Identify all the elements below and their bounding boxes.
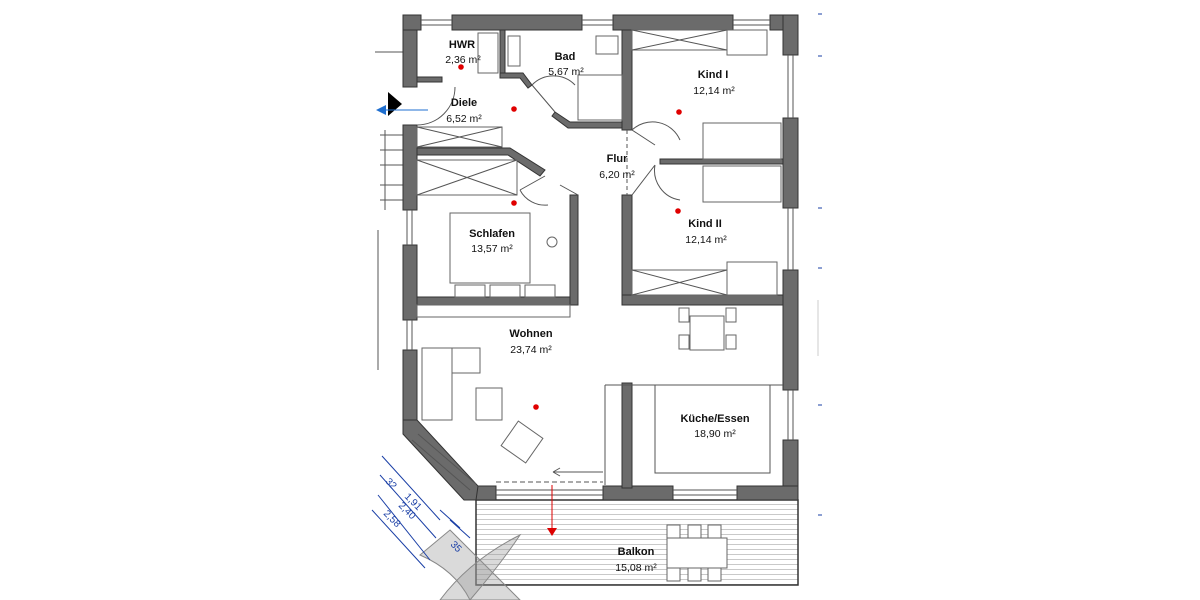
room-labels: HWR 2,36 m² Bad 5,67 m² Diele 6,52 m² Fl…	[445, 39, 750, 574]
room-area: 6,52 m²	[446, 113, 482, 125]
entrance-arrow-icon	[376, 92, 428, 116]
sun-sail	[419, 529, 522, 600]
staircase	[375, 51, 403, 370]
room-name: Kind II	[688, 218, 722, 230]
room-name: HWR	[449, 39, 475, 51]
room-name: Bad	[555, 51, 576, 63]
room-name: Wohnen	[509, 328, 552, 340]
windows	[406, 19, 794, 496]
room-markers	[458, 64, 682, 410]
dimension-label: 32	[383, 476, 399, 492]
room-area: 12,14 m²	[685, 234, 727, 246]
room-name: Balkon	[618, 546, 655, 558]
room-area: 15,08 m²	[615, 562, 657, 574]
room-name: Diele	[451, 97, 477, 109]
room-area: 13,57 m²	[471, 243, 513, 255]
room-name: Kind I	[698, 69, 729, 81]
room-area: 12,14 m²	[693, 85, 735, 97]
grid-ticks	[817, 13, 822, 516]
room-area: 5,67 m²	[548, 66, 584, 78]
room-name: Schlafen	[469, 228, 515, 240]
furniture	[416, 29, 783, 582]
balcony-deck	[475, 499, 799, 586]
room-area: 23,74 m²	[510, 344, 552, 356]
doors	[416, 75, 681, 483]
room-area: 6,20 m²	[599, 169, 635, 181]
balcony-access-arrow-icon	[547, 485, 557, 536]
room-name: Flur	[607, 153, 628, 165]
walls	[402, 14, 799, 501]
room-name: Küche/Essen	[680, 413, 749, 425]
room-area: 18,90 m²	[694, 428, 736, 440]
room-area: 2,36 m²	[445, 54, 481, 66]
